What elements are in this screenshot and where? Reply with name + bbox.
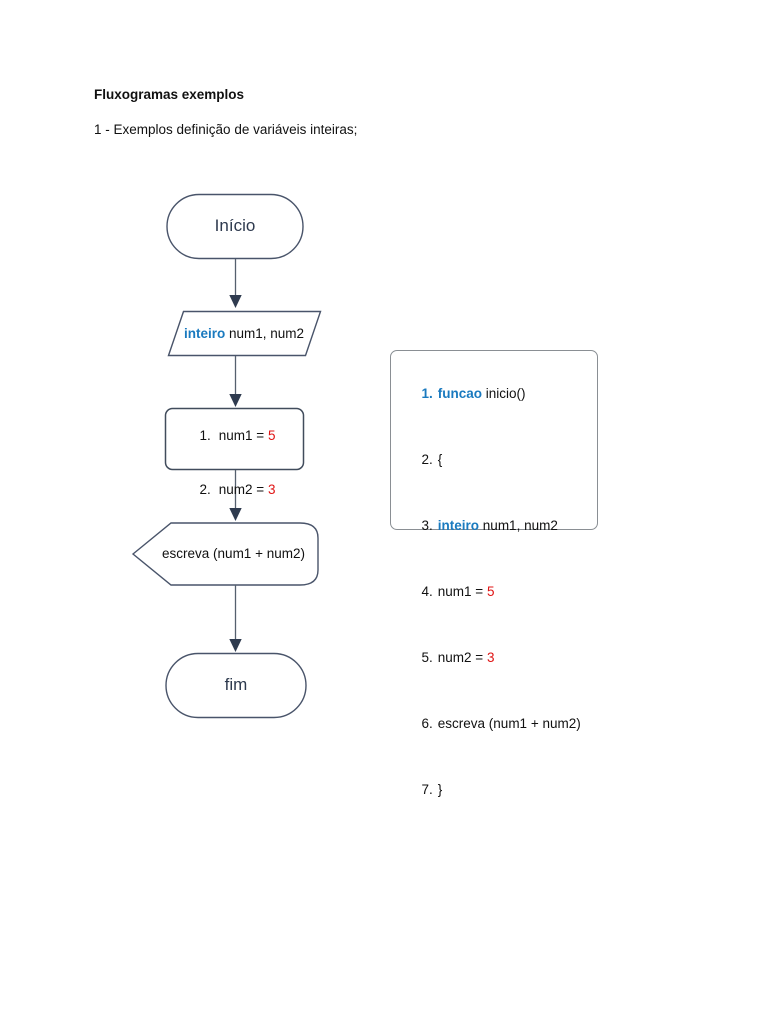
start-terminator-shape	[166, 193, 304, 260]
declaration-parallelogram-shape	[167, 310, 322, 357]
start-label-text: Início	[214, 216, 256, 235]
page-title: Fluxogramas exemplos	[94, 87, 245, 102]
code-line-number: 2.	[421, 452, 433, 467]
assignment-line: 1. num1 = 5	[177, 413, 276, 458]
code-keyword: funcao	[437, 386, 483, 401]
code-line-number: 4.	[421, 584, 433, 599]
code-text: inicio()	[482, 386, 526, 401]
code-text: num1 =	[437, 584, 487, 599]
code-text: }	[437, 782, 443, 797]
declaration-text: num1, num2	[225, 325, 305, 341]
code-line-number: 7.	[421, 782, 433, 797]
flow-arrow-1	[229, 259, 242, 308]
code-text: escreva (num1 + num2)	[437, 716, 581, 731]
code-text: num2 =	[437, 650, 487, 665]
flow-arrow-3	[229, 470, 242, 521]
code-value: 5	[486, 584, 495, 599]
end-label-text: fim	[224, 675, 248, 694]
code-line-number: 5.	[421, 650, 433, 665]
code-line: 2. {	[399, 427, 589, 493]
declaration-label: inteiro num1, num2	[170, 311, 318, 355]
code-text: num1, num2	[479, 518, 558, 533]
code-line: 4. num1 = 5	[399, 559, 589, 625]
end-label: fim	[166, 653, 306, 717]
assignment-list: 1. num1 = 5 2. num2 = 3	[177, 413, 276, 521]
output-label-text: escreva (num1 + num2)	[162, 546, 305, 561]
code-text: {	[437, 452, 443, 467]
page-subtitle: 1 - Exemplos definição de variáveis inte…	[94, 122, 358, 137]
code-line-number: 1.	[421, 386, 433, 401]
code-line: 5. num2 = 3	[399, 625, 589, 691]
declaration-keyword: inteiro	[183, 325, 226, 341]
flow-arrow-4	[229, 585, 242, 652]
code-line: 3. inteiro num1, num2	[399, 493, 589, 559]
output-label: escreva (num1 + num2)	[149, 522, 318, 585]
code-box: 1. funcao inicio() 2. { 3. inteiro num1, nu…	[390, 350, 598, 797]
code-keyword: inteiro	[437, 518, 480, 533]
assignment-line-number: 2.	[199, 482, 211, 497]
assignment-line-number: 1.	[199, 428, 211, 443]
assignment-line-text: num2 =	[218, 482, 268, 497]
code-line: 7.}	[399, 757, 589, 823]
code-value: 3	[486, 650, 495, 665]
assignment-line-value: 5	[267, 428, 276, 443]
assignment-line: 2. num2 = 3	[177, 467, 276, 512]
assignment-line-value: 3	[267, 482, 276, 497]
output-display-shape	[131, 522, 319, 586]
assignment-rect-shape	[164, 407, 305, 471]
code-line-number: 6.	[421, 716, 433, 731]
end-terminator-shape	[165, 652, 307, 719]
code-line: 1. funcao inicio()	[399, 361, 589, 427]
start-label: Início	[167, 194, 303, 258]
flow-arrow-2	[229, 356, 242, 407]
code-line: 6. escreva (num1 + num2)	[399, 691, 589, 757]
assignment-line-text: num1 =	[218, 428, 268, 443]
code-line-number: 3.	[421, 518, 433, 533]
